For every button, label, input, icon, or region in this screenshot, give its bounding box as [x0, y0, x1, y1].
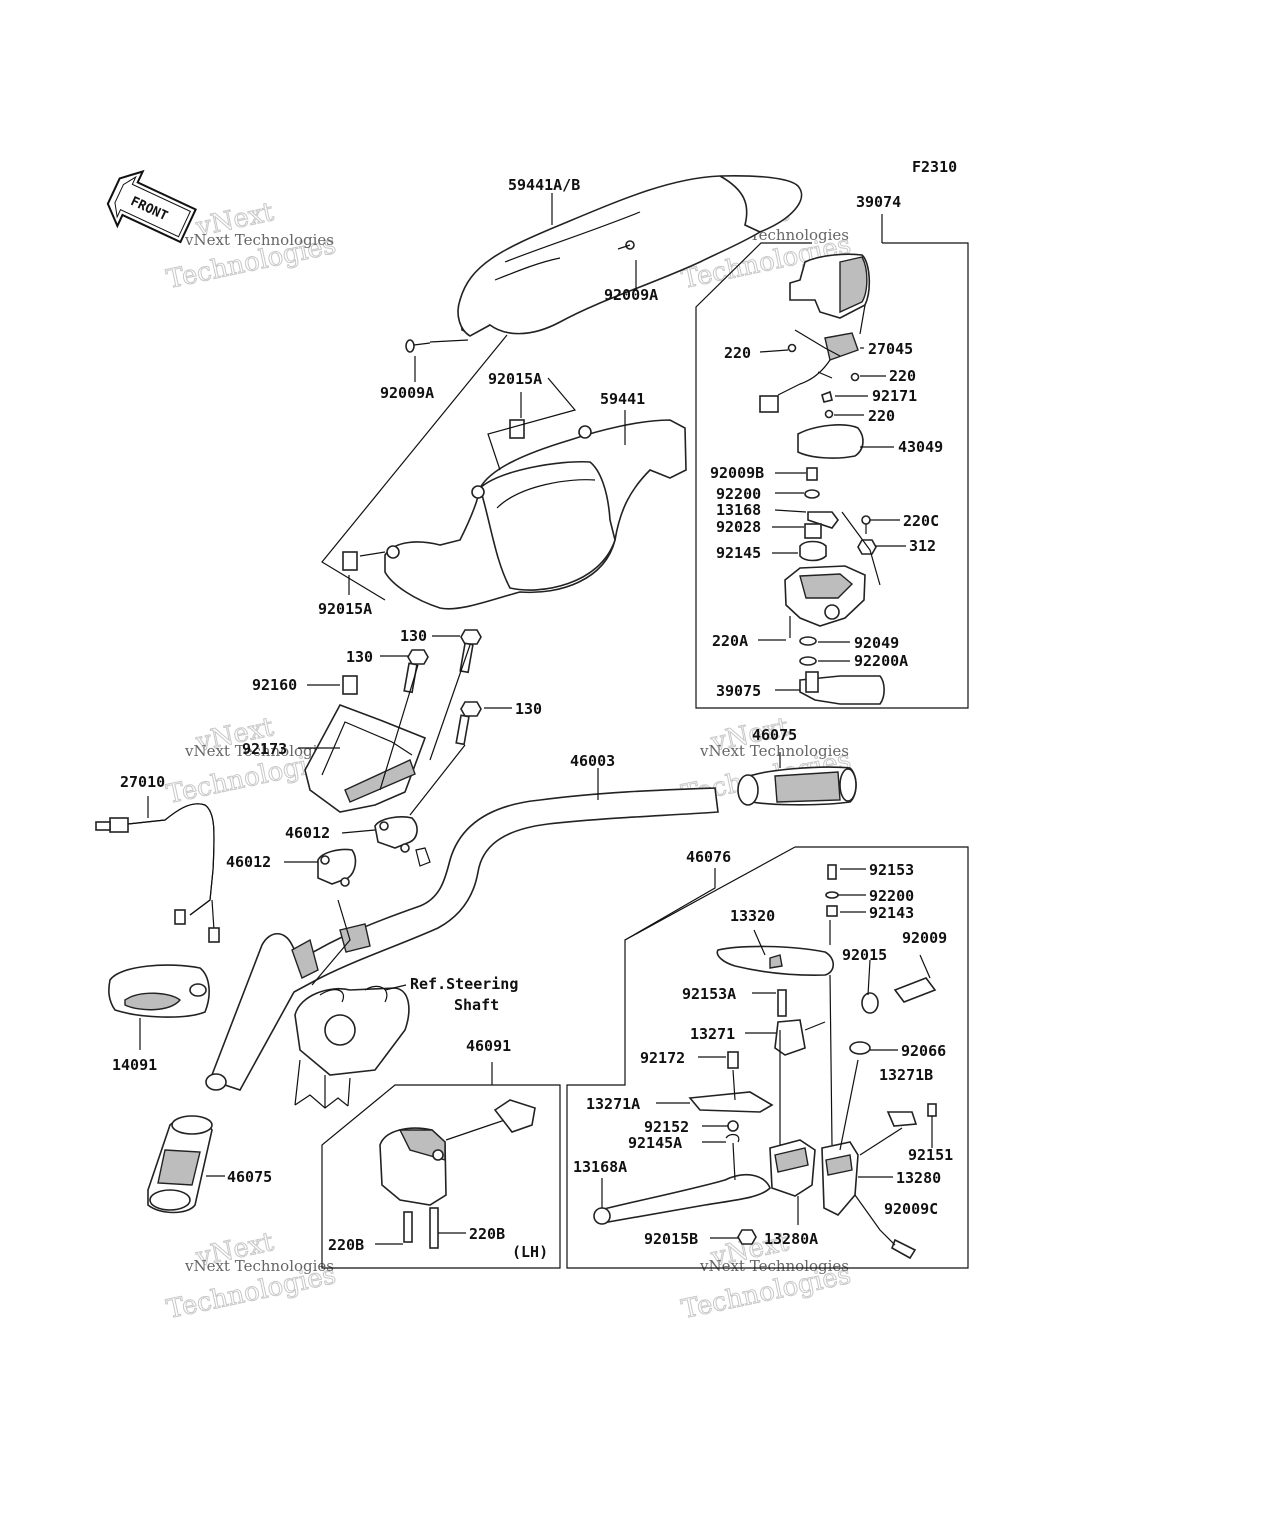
label-46012: 46012 — [226, 853, 271, 871]
label-92009: 92009 — [902, 929, 947, 947]
front-arrow-icon: FRONT — [106, 169, 198, 244]
label-46075: 46075 — [227, 1168, 272, 1186]
label-92015A: 92015A — [488, 370, 542, 388]
part-labels: 59441A/B 92009A 92009A 92015A 59441 9201… — [112, 176, 953, 1261]
handlebar-holders-46012 — [317, 816, 418, 887]
leader-lines-lever — [601, 868, 898, 1239]
collar-92015A-bottom — [342, 551, 358, 571]
label-92049: 92049 — [854, 634, 899, 652]
label-220B: 220B — [328, 1236, 364, 1254]
label-92172: 92172 — [640, 1049, 685, 1067]
label-130: 130 — [400, 627, 427, 645]
steering-shaft-ref — [294, 899, 410, 1109]
handlebar-46003 — [205, 787, 719, 1091]
label-92173: 92173 — [242, 740, 287, 758]
label-92200A: 92200A — [854, 652, 908, 670]
label-130: 130 — [346, 648, 373, 666]
label-14091: 14091 — [112, 1056, 157, 1074]
leader-lines-middle — [284, 635, 512, 863]
lever-assembly-46076 — [593, 864, 937, 1260]
upper-handle-cover — [457, 175, 803, 337]
label-shaft: Shaft — [454, 996, 499, 1014]
label-43049: 43049 — [898, 438, 943, 456]
switch-box-lh — [321, 1084, 561, 1269]
cover-14091 — [108, 964, 210, 1050]
label-39074: 39074 — [856, 193, 901, 211]
label-92143: 92143 — [869, 904, 914, 922]
clamp-cover-92173 — [304, 704, 427, 813]
label-46076: 46076 — [686, 848, 731, 866]
label-27045: 27045 — [868, 340, 913, 358]
figure-code: F2310 — [912, 158, 957, 176]
label-130: 130 — [515, 700, 542, 718]
label-92066: 92066 — [901, 1042, 946, 1060]
label-46091: 46091 — [466, 1037, 511, 1055]
label-LH: (LH) — [512, 1243, 548, 1261]
screw-92009A-left — [405, 339, 431, 353]
label-13280: 13280 — [896, 1169, 941, 1187]
label-46075: 46075 — [752, 726, 797, 744]
label-220B: 220B — [469, 1225, 505, 1243]
label-92171: 92171 — [872, 387, 917, 405]
label-220: 220 — [889, 367, 916, 385]
label-46012: 46012 — [285, 824, 330, 842]
watermark-text: vNext Technologies — [699, 1257, 849, 1275]
label-92200: 92200 — [869, 887, 914, 905]
label-92200: 92200 — [716, 485, 761, 503]
label-92015B: 92015B — [644, 1230, 698, 1248]
watermark-text: vNext Technologies — [184, 1257, 334, 1275]
label-92009C: 92009C — [884, 1200, 938, 1218]
label-92145: 92145 — [716, 544, 761, 562]
label-13271A: 13271A — [586, 1095, 640, 1113]
screw-92009A-top — [617, 240, 635, 250]
label-92152: 92152 — [644, 1118, 689, 1136]
watermark-text: vNext Technologies — [184, 231, 334, 249]
label-46003: 46003 — [570, 752, 615, 770]
label-220: 220 — [868, 407, 895, 425]
label-312: 312 — [909, 537, 936, 555]
label-59441AB: 59441A/B — [508, 176, 580, 194]
label-92009A: 92009A — [604, 286, 658, 304]
label-92015A: 92015A — [318, 600, 372, 618]
label-92145A: 92145A — [628, 1134, 682, 1152]
label-13271: 13271 — [690, 1025, 735, 1043]
lower-handle-cover — [384, 419, 687, 610]
label-220A: 220A — [712, 632, 748, 650]
lever-assembly-box — [566, 846, 969, 1269]
label-13280A: 13280A — [764, 1230, 818, 1248]
grip-46075-right — [737, 752, 857, 806]
label-13168: 13168 — [716, 501, 761, 519]
cable-27010 — [95, 796, 220, 943]
collar-92160 — [342, 675, 358, 695]
label-13320: 13320 — [730, 907, 775, 925]
label-220: 220 — [724, 344, 751, 362]
watermark-text: vNext Technologies — [184, 742, 334, 760]
label-92160: 92160 — [252, 676, 297, 694]
label-220C: 220C — [903, 512, 939, 530]
right-switch-assembly — [759, 253, 885, 705]
label-92028: 92028 — [716, 518, 761, 536]
label-39075: 39075 — [716, 682, 761, 700]
label-59441: 59441 — [600, 390, 645, 408]
label-27010: 27010 — [120, 773, 165, 791]
leader-lines-covers — [321, 193, 637, 601]
label-ref-steering: Ref.Steering — [410, 975, 518, 993]
label-92009A: 92009A — [380, 384, 434, 402]
label-92153: 92153 — [869, 861, 914, 879]
collar-92015A-top — [509, 419, 525, 439]
label-92151: 92151 — [908, 1146, 953, 1164]
label-13168A: 13168A — [573, 1158, 627, 1176]
watermark-text: vNext Technologies — [699, 742, 849, 760]
leader-lines-right-switch — [758, 214, 906, 691]
label-92015: 92015 — [842, 946, 887, 964]
label-13271B: 13271B — [879, 1066, 933, 1084]
grip-46075-left — [147, 1115, 225, 1214]
switch-assembly-box-right — [695, 242, 969, 709]
label-92009B: 92009B — [710, 464, 764, 482]
label-92153A: 92153A — [682, 985, 736, 1003]
lh-switch-46091 — [375, 1062, 536, 1249]
